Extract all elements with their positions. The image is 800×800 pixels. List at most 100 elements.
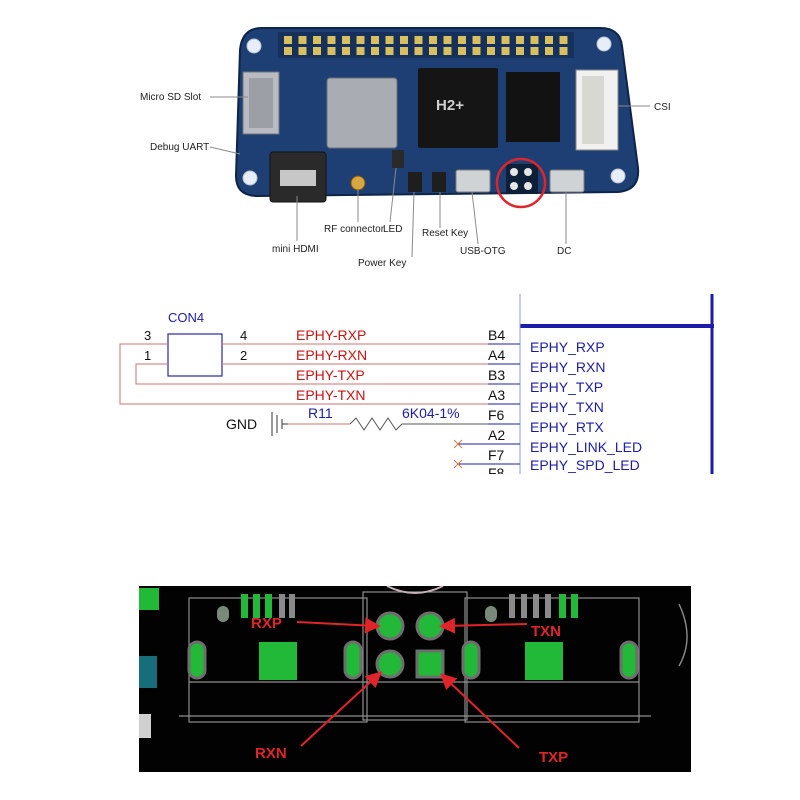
ball-pin: F6	[488, 407, 505, 423]
chip-signal: EPHY_LINK_LED	[530, 439, 642, 455]
gpio-pin	[284, 47, 292, 55]
ethernet-pad-dot	[510, 168, 518, 176]
stripe-pads-right	[485, 594, 578, 622]
ball-pin: B3	[488, 367, 505, 383]
gpio-pin	[313, 36, 321, 44]
gpio-pin	[559, 47, 568, 55]
gpio-pin	[545, 47, 553, 55]
hdmi-connector-inner	[280, 170, 316, 186]
label-micro-sd-slot: Micro SD Slot	[140, 92, 201, 103]
ethernet-pad-dot	[524, 182, 532, 190]
gpio-pin	[400, 36, 408, 44]
chip-signal: EPHY_RXP	[530, 339, 605, 355]
gpio-pin	[342, 36, 350, 44]
gpio-pin	[516, 36, 524, 44]
gpio-pin	[472, 47, 481, 55]
con4-pin: 1	[144, 348, 151, 363]
mount-hole	[246, 38, 262, 54]
top-arc	[386, 585, 444, 594]
edge-white-pad	[139, 714, 151, 738]
gpio-pin	[298, 47, 307, 55]
gpio-pin	[400, 47, 408, 55]
power-key	[408, 172, 422, 192]
chip-signal: EPHY_SPD_LED	[530, 457, 640, 473]
con4-pin: 3	[144, 328, 151, 343]
pad-rxp	[375, 611, 405, 641]
gpio-pin	[443, 47, 452, 55]
gpio-pin	[458, 47, 466, 55]
board-photo-svg: H2+ Micro SD Slot Debug UART mini HDMI R…	[140, 27, 671, 269]
pin-arrows	[296, 617, 528, 749]
label-power-key: Power Key	[358, 258, 406, 269]
mount-hole	[242, 170, 258, 186]
ball-pin: A2	[488, 427, 505, 443]
gpio-pins	[284, 36, 568, 55]
gpio-pin	[487, 47, 495, 55]
gpio-pin	[530, 36, 539, 44]
con4-pin: 2	[240, 348, 247, 363]
gpio-pin	[414, 47, 423, 55]
label-debug-uart: Debug UART	[150, 142, 209, 153]
label-mini-hdmi: mini HDMI	[272, 244, 319, 255]
net-label: EPHY-RXN	[296, 347, 367, 363]
gpio-pin	[429, 47, 437, 55]
ram-chip	[506, 72, 560, 142]
pcb-layout-svg: RXP TXN RXN TXP	[139, 585, 691, 772]
sd-slot-inner	[249, 78, 273, 128]
pcb-label-txn: TXN	[531, 623, 561, 640]
net-label: EPHY-RXP	[296, 327, 366, 343]
gpio-pin	[385, 47, 394, 55]
gpio-pin	[501, 47, 510, 55]
gnd-label: GND	[226, 416, 257, 432]
gpio-pin	[342, 47, 350, 55]
pad-txn	[415, 611, 445, 641]
leader-lines	[209, 96, 650, 258]
chip-signal: EPHY_RTX	[530, 419, 604, 435]
gpio-pin	[298, 36, 307, 44]
con4-pin: 4	[240, 328, 247, 343]
label-reset-key: Reset Key	[422, 228, 468, 239]
pcb-edge-arc	[678, 603, 688, 667]
gpio-pin	[371, 36, 379, 44]
ball-pin: A4	[488, 347, 505, 363]
rf-connector	[350, 175, 366, 191]
oval-pads	[187, 640, 639, 680]
gpio-pin	[530, 47, 539, 55]
con4-body	[167, 333, 223, 377]
gpio-pin	[356, 36, 365, 44]
gpio-pin	[501, 36, 510, 44]
net-label: EPHY-TXN	[296, 387, 366, 403]
gpio-pin	[356, 47, 365, 55]
gpio-pin	[327, 47, 336, 55]
pin-stubs	[458, 343, 520, 465]
pad-txp	[415, 649, 445, 679]
gpio-pin	[559, 36, 568, 44]
schematic-wires	[119, 343, 488, 425]
gpio-pin	[385, 36, 394, 44]
pcb-label-rxn: RXN	[255, 745, 287, 762]
led	[392, 150, 404, 168]
schematic-panel: CON4 3 1 4 2 EPHY-RXP EPHY-RXN EPHY-TXP …	[96, 294, 720, 481]
ball-pin: B4	[488, 327, 505, 343]
dc-port	[549, 169, 585, 193]
soc-chip-text: H2+	[436, 97, 464, 114]
pcb-label-rxp: RXP	[251, 615, 282, 632]
ethernet-highlight-circle	[495, 157, 547, 209]
stripe-pads-left	[217, 594, 295, 622]
ethernet-pads	[506, 164, 538, 194]
label-dc: DC	[557, 246, 571, 257]
csi-connector-inner	[582, 76, 604, 144]
edge-green-pad	[139, 588, 159, 610]
gpio-pin	[458, 36, 466, 44]
edge-teal-pad	[139, 656, 157, 688]
resistor-value: 6K04-1%	[402, 405, 460, 421]
gpio-pin	[414, 36, 423, 44]
pcb-layout-panel: RXP TXN RXN TXP	[139, 585, 691, 772]
reset-key	[432, 172, 446, 192]
square-pad	[525, 642, 563, 680]
net-label: EPHY-TXP	[296, 367, 365, 383]
gnd-symbol	[271, 412, 288, 436]
chip-signal: EPHY_TXP	[530, 379, 603, 395]
label-csi: CSI	[654, 102, 671, 113]
mount-hole	[610, 168, 626, 184]
